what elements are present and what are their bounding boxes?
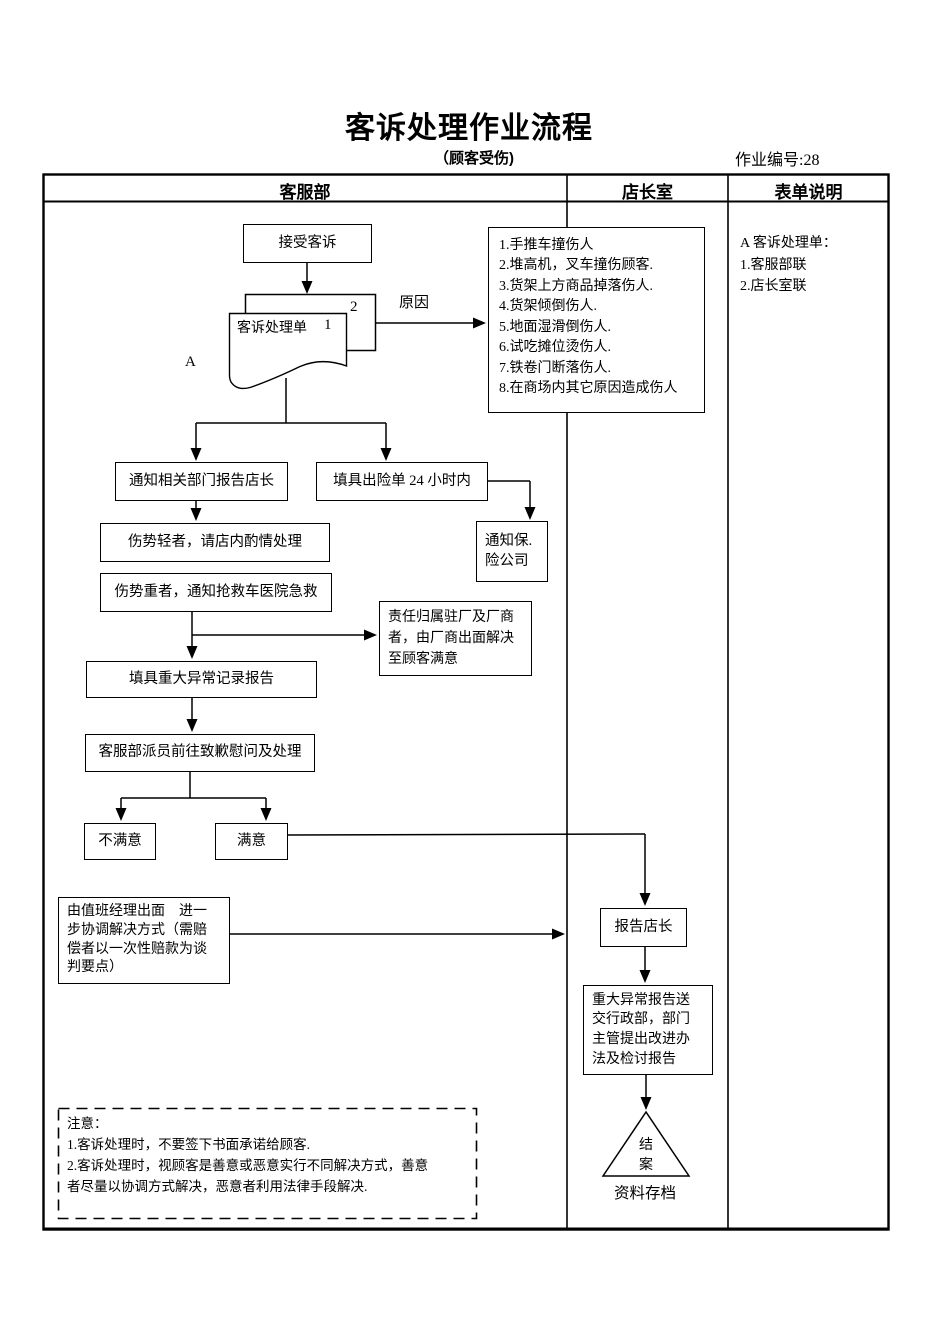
node-report-store-manager: 报告店长	[600, 908, 687, 947]
note-box-border	[57, 1107, 478, 1220]
node-unsatisfied: 不满意	[84, 823, 156, 860]
page-title: 客诉处理作业流程	[345, 112, 593, 145]
node-receive-complaint: 接受客诉	[243, 224, 372, 263]
node-service-apology-visit: 客服部派员前往致歉慰问及处理	[85, 734, 315, 772]
label-reason: 原因	[399, 295, 430, 311]
note-box-text: 注意： 1.客诉处理时，不要签下书面承诺给顾客. 2.客诉处理时，视顾客是善意或…	[67, 1116, 429, 1194]
subtitle: （顾客受伤)	[434, 150, 514, 167]
node-severe-injury: 伤势重者，通知抢救车医院急救	[100, 573, 332, 612]
table-frame	[42, 173, 890, 1231]
column-header-customer-service: 客服部	[279, 183, 331, 202]
label-a-connector: A	[185, 354, 196, 370]
label-close-case: 结 案	[639, 1138, 653, 1174]
column-header-store-manager: 店长室	[622, 183, 673, 202]
document-shape-front	[228, 312, 348, 390]
label-copy-1: 1	[324, 317, 332, 333]
connector-lines	[115, 263, 652, 1110]
label-copy-2: 2	[350, 299, 358, 315]
node-notify-departments: 通知相关部门报告店长	[115, 462, 288, 501]
label-archive: 资料存档	[614, 1185, 677, 1202]
node-vendor-responsibility: 责任归属驻厂及厂商 者，由厂商出面解决 至顾客满意	[379, 601, 532, 676]
node-satisfied: 满意	[215, 823, 288, 860]
node-admin-improvement-report: 重大异常报告送 交行政部，部门 主管提出改进办 法及检讨报告	[583, 985, 713, 1075]
node-injury-causes-list: 1.手推车撞伤人 2.堆高机，叉车撞伤顾客. 3.货架上方商品掉落伤人. 4.货…	[488, 227, 705, 413]
node-duty-manager-negotiation: 由值班经理出面 进一 步协调解决方式（需赔 偿者以一次性赔款为谈 判要点）	[58, 897, 230, 984]
node-fill-major-abnormal-report: 填具重大异常记录报告	[86, 661, 317, 698]
node-complaint-form-label: 客诉处理单	[237, 321, 307, 336]
form-description-notes: A 客诉处理单： 1.客服部联 2.店长室联	[740, 236, 837, 295]
column-header-form-description: 表单说明	[774, 183, 843, 202]
node-minor-injury: 伤势轻者，请店内酌情处理	[100, 523, 330, 562]
node-notify-insurance-company: 通知保. 险公司	[476, 521, 548, 582]
close-case-triangle	[601, 1110, 691, 1177]
doc-number: 作业编号:28	[735, 152, 820, 169]
node-fill-insurance-claim: 填具出险单 24 小时内	[316, 462, 488, 501]
